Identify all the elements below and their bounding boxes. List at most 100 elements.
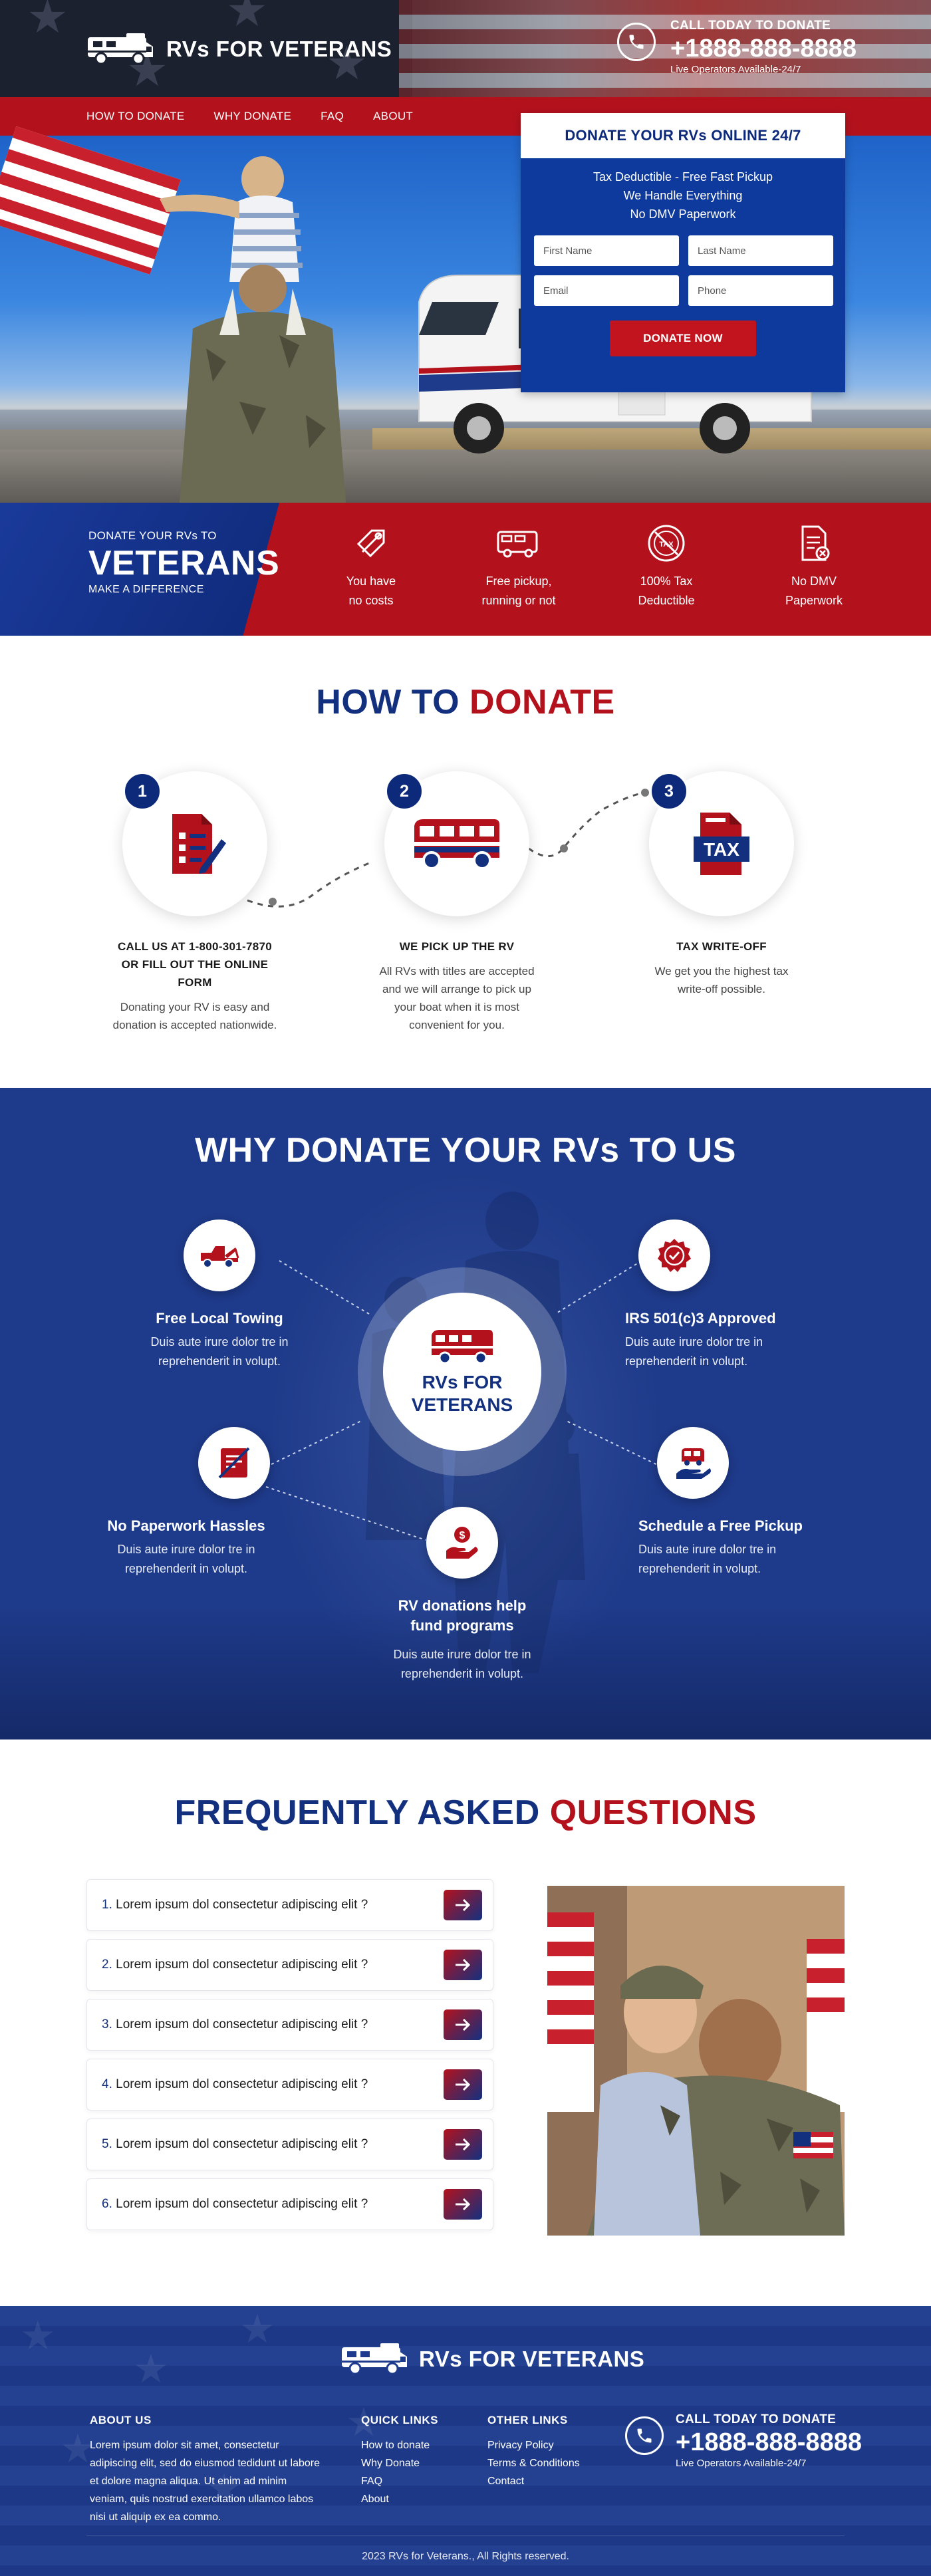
strip-line3: MAKE A DIFFERENCE <box>88 584 204 595</box>
star-icon: ★ <box>346 2400 382 2444</box>
arrow-right-icon[interactable] <box>444 2129 482 2160</box>
footer-link-about[interactable]: About <box>361 2494 389 2505</box>
faq-section: FREQUENTLY ASKED QUESTIONS 1. Lorem ipsu… <box>0 1739 931 2306</box>
header-call-box[interactable]: CALL TODAY TO DONATE +1888-888-8888 Live… <box>617 19 857 75</box>
donation-hand-icon: $ <box>426 1507 498 1579</box>
faq-item[interactable]: 4. Lorem ipsum dol consectetur adipiscin… <box>86 2059 493 2111</box>
footer-about-text: Lorem ipsum dolor sit amet, consectetur … <box>90 2440 320 2523</box>
faq-item[interactable]: 2. Lorem ipsum dol consectetur adipiscin… <box>86 1939 493 1991</box>
footer-heading: ABOUT US <box>90 2414 152 2426</box>
no-tax-icon: TAX <box>646 523 687 564</box>
why-connector-lines <box>265 1260 662 1541</box>
arrow-right-icon[interactable] <box>444 1950 482 1980</box>
why-ground <box>0 1607 931 1739</box>
footer-link-terms[interactable]: Terms & Conditions <box>487 2458 580 2469</box>
why-item-title: Schedule a Free Pickup <box>638 1517 803 1534</box>
why-item-fund-programs: $ RV donations help fund programs Duis a… <box>359 1507 565 1684</box>
footer-heading: OTHER LINKS <box>487 2414 568 2426</box>
footer-link-how-to-donate[interactable]: How to donate <box>361 2440 430 2451</box>
footer-link-faq[interactable]: FAQ <box>361 2476 383 2487</box>
step-desc: Donating your RV is easy and <box>120 1001 270 1013</box>
benefit-free-pickup: Free pickup,running or not <box>462 523 575 610</box>
why-item-desc: reprehenderit in volupt. <box>638 1562 761 1575</box>
call-label: CALL TODAY TO DONATE <box>670 19 831 33</box>
svg-text:TAX: TAX <box>659 541 674 549</box>
footer-brand-logo[interactable]: RVs FOR VETERANS <box>340 2342 644 2377</box>
how-to-donate-section: HOW TO DONATE 1 CALL US AT 1-800-301-787… <box>0 636 931 1088</box>
tow-truck-icon <box>184 1220 255 1291</box>
why-item-title: IRS 501(c)3 Approved <box>625 1310 776 1327</box>
faq-item[interactable]: 6. Lorem ipsum dol consectetur adipiscin… <box>86 2178 493 2230</box>
brand-logo[interactable]: RVs FOR VETERANS <box>86 32 392 66</box>
why-item-desc: Duis aute irure dolor tre in <box>625 1335 763 1349</box>
footer-quick-links: QUICK LINKS How to donate Why Donate FAQ… <box>361 2414 438 2508</box>
faq-item[interactable]: 5. Lorem ipsum dol consectetur adipiscin… <box>86 2119 493 2170</box>
email-input[interactable] <box>534 275 679 306</box>
benefit-label: running or not <box>481 594 556 607</box>
footer-call-box[interactable]: CALL TODAY TO DONATE +1888-888-8888 Live… <box>625 2412 862 2469</box>
step-desc: donation is accepted nationwide. <box>112 1019 277 1031</box>
arrow-right-icon[interactable] <box>444 2069 482 2100</box>
center-text: VETERANS <box>411 1394 513 1415</box>
rv-icon <box>497 523 539 564</box>
why-donate-section: WHY DONATE YOUR RVs TO US RVs FOR VE <box>0 1088 931 1739</box>
star-icon: ★ <box>27 0 68 43</box>
hero-road <box>0 450 931 503</box>
phone-number-link[interactable]: +1888-888-8888 <box>670 35 857 63</box>
footer-link-contact[interactable]: Contact <box>487 2476 525 2487</box>
form-benefit-line: Tax Deductible - Free Fast Pickup <box>593 170 773 184</box>
faq-item[interactable]: 1. Lorem ipsum dol consectetur adipiscin… <box>86 1879 493 1931</box>
brand-name: RVs FOR VETERANS <box>166 37 392 61</box>
why-item-desc: reprehenderit in volupt. <box>400 1667 524 1680</box>
step-2: 2 WE PICK UP THE RV All RVs with titles … <box>364 771 550 1034</box>
arrow-right-icon[interactable] <box>444 2189 482 2220</box>
footer-link-privacy[interactable]: Privacy Policy <box>487 2440 554 2451</box>
pickup-hand-icon <box>657 1427 729 1499</box>
faq-number: 1. <box>102 1898 112 1912</box>
benefit-label: 100% Tax <box>640 575 693 588</box>
copyright-text: 2023 RVs for Veterans., All Rights reser… <box>362 2551 569 2562</box>
footer-brand-name: RVs FOR VETERANS <box>419 2347 645 2371</box>
footer-other-links: OTHER LINKS Privacy Policy Terms & Condi… <box>487 2414 580 2490</box>
faq-number: 4. <box>102 2077 112 2091</box>
top-header: ★ ★ ★ ★ RVs FOR VETERANS CALL TODAY TO D… <box>0 0 931 97</box>
nav-item-how-to-donate[interactable]: HOW TO DONATE <box>86 110 185 122</box>
strip-headline: VETERANS <box>88 544 280 582</box>
nav-item-why-donate[interactable]: WHY DONATE <box>213 110 292 122</box>
donate-now-button[interactable]: DONATE NOW <box>610 321 756 356</box>
nav-item-faq[interactable]: FAQ <box>321 110 344 122</box>
phone-input[interactable] <box>688 275 833 306</box>
footer-about: ABOUT US Lorem ipsum dolor sit amet, con… <box>90 2414 323 2526</box>
step-number-badge: 3 <box>649 771 689 811</box>
veteran-with-flag-image <box>0 126 346 503</box>
arrow-right-icon[interactable] <box>444 1890 482 1920</box>
phone-number-link[interactable]: +1888-888-8888 <box>676 2428 862 2456</box>
faq-item[interactable]: 3. Lorem ipsum dol consectetur adipiscin… <box>86 1999 493 2051</box>
last-name-input[interactable] <box>688 235 833 266</box>
faq-section-title: FREQUENTLY ASKED QUESTIONS <box>174 1793 757 1832</box>
footer-heading: QUICK LINKS <box>361 2414 438 2426</box>
arrow-right-icon[interactable] <box>444 2009 482 2040</box>
step-number-badge: 1 <box>122 771 162 811</box>
why-item-desc: reprehenderit in volupt. <box>158 1354 281 1368</box>
donate-form-card: DONATE YOUR RVs ONLINE 24/7 Tax Deductib… <box>521 113 845 392</box>
why-item-title: Free Local Towing <box>156 1310 283 1327</box>
center-logo-ring: RVs FOR VETERANS <box>358 1267 567 1476</box>
faq-question: Lorem ipsum dol consectetur adipiscing e… <box>116 1958 368 1972</box>
first-name-input[interactable] <box>534 235 679 266</box>
no-paperwork-icon <box>198 1427 270 1499</box>
step-desc: We get you the highest tax <box>654 965 789 977</box>
phone-icon <box>625 2416 664 2455</box>
faq-question: Lorem ipsum dol consectetur adipiscing e… <box>116 2077 368 2091</box>
nav-item-about[interactable]: ABOUT <box>373 110 414 122</box>
why-item-title: No Paperwork Hassles <box>107 1517 265 1534</box>
faq-number: 6. <box>102 2197 112 2211</box>
benefit-label: No DMV <box>791 575 837 588</box>
call-label: CALL TODAY TO DONATE <box>676 2412 837 2426</box>
center-text: RVs FOR <box>422 1372 503 1392</box>
phone-icon <box>617 23 656 61</box>
flag-stripes-background <box>399 0 931 97</box>
footer-link-why-donate[interactable]: Why Donate <box>361 2458 420 2469</box>
